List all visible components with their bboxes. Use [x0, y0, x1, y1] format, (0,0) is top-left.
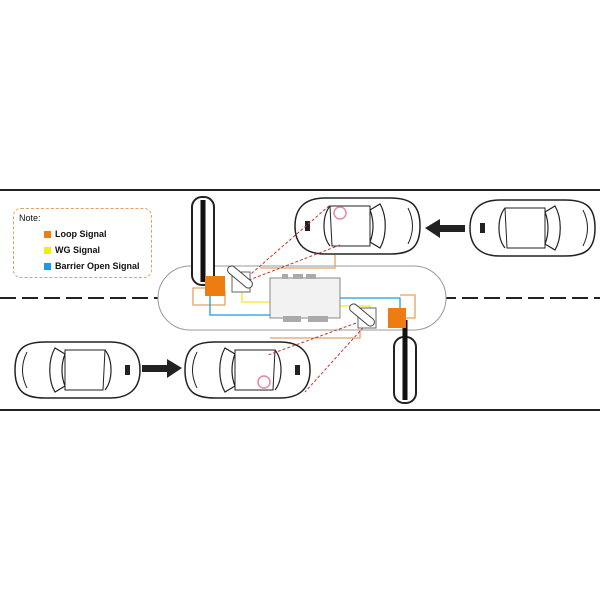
barrier-gate-bottom	[393, 320, 417, 404]
legend-item-loop: Loop Signal	[44, 229, 107, 239]
legend: Note: Loop Signal WG Signal Barrier Open…	[13, 208, 152, 278]
reader-bottom	[349, 303, 377, 329]
loop-detector-bottom	[388, 308, 406, 328]
wg-swatch	[44, 246, 51, 254]
barrier-gate-top	[191, 196, 215, 286]
legend-label: Barrier Open Signal	[55, 261, 140, 271]
legend-item-wg: WG Signal	[44, 245, 100, 255]
reader-top	[227, 265, 253, 293]
legend-label: Loop Signal	[55, 229, 107, 239]
loop-detector-top	[205, 276, 225, 296]
legend-label: WG Signal	[55, 245, 100, 255]
tag-icon-bottom	[257, 375, 271, 389]
tag-icon-top	[333, 206, 347, 220]
car-waiting-top	[469, 199, 596, 257]
legend-title: Note:	[19, 213, 41, 223]
legend-item-barrier: Barrier Open Signal	[44, 261, 140, 271]
arrow-left-icon	[425, 219, 465, 238]
arrow-right-icon	[142, 359, 182, 378]
barrier-swatch	[44, 262, 51, 270]
access-controller-board	[269, 274, 341, 322]
car-entering-top	[294, 197, 421, 255]
car-entering-bottom	[184, 341, 311, 399]
car-waiting-bottom	[14, 341, 141, 399]
loop-swatch	[44, 230, 51, 238]
